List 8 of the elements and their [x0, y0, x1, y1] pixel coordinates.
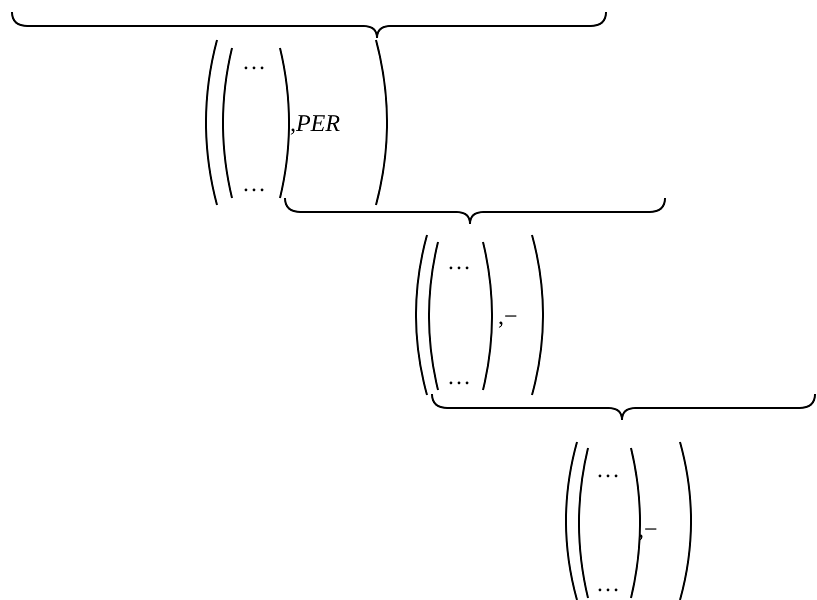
minus-label: ,− — [498, 305, 518, 329]
ellipsis-text: … — [596, 572, 620, 596]
per-label: ,PER — [290, 112, 340, 136]
ellipsis-text: … — [242, 50, 266, 74]
ellipsis-text: … — [447, 365, 471, 389]
ellipsis-text: … — [242, 172, 266, 196]
ellipsis-text: … — [596, 458, 620, 482]
ellipsis-text: … — [447, 250, 471, 274]
